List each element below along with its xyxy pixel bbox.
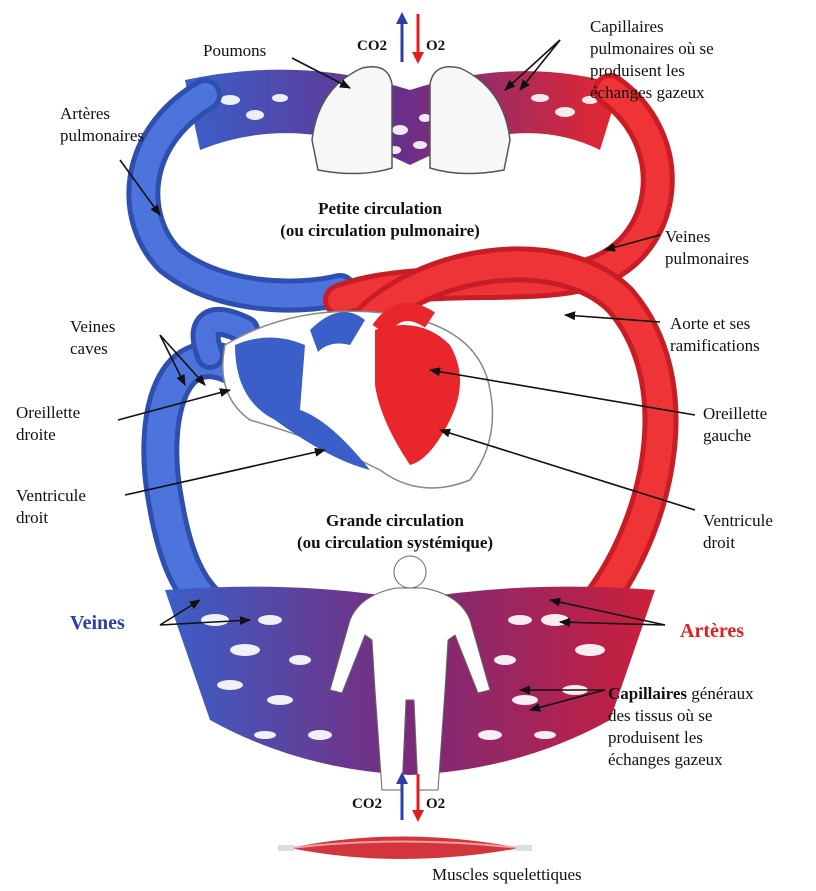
label-aorte: Aorte et ses ramifications	[670, 313, 760, 357]
text-line: droit	[16, 507, 86, 529]
text-line: droite	[16, 424, 80, 446]
label-arteres: Artères	[680, 620, 744, 642]
label-poumons: Poumons	[203, 40, 266, 62]
text-line: produisent les	[590, 60, 714, 82]
label-ventricule-droit-right: Ventricule droit	[703, 510, 773, 554]
label-arteres-pulmonaires: Artères pulmonaires	[60, 103, 144, 147]
gas-top-co2: CO2	[357, 35, 387, 57]
gas-bottom-o2: O2	[426, 793, 445, 815]
gas-bottom-co2: CO2	[352, 793, 382, 815]
label-oreillette-droite: Oreillette droite	[16, 402, 80, 446]
text-line: pulmonaires où se	[590, 38, 714, 60]
gas-exchange-top-arrows	[396, 12, 424, 64]
text-line: Aorte et ses	[670, 313, 760, 335]
text-line: pulmonaires	[665, 248, 749, 270]
skeletal-muscle-icon	[278, 837, 532, 860]
text-line: (ou circulation pulmonaire)	[245, 220, 515, 242]
text-line: des tissus où se	[608, 705, 754, 727]
label-muscles: Muscles squelettiques	[432, 864, 582, 886]
label-grande-circulation: Grande circulation (ou circulation systé…	[255, 510, 535, 554]
text-line: produisent les	[608, 727, 754, 749]
pulmonary-capillary-bed	[185, 70, 620, 165]
text-line: Artères	[60, 103, 144, 125]
generaux-text: généraux	[687, 684, 754, 703]
text-line: échanges gazeux	[590, 82, 714, 104]
text-line: Grande circulation	[255, 510, 535, 532]
text-line: Oreillette	[16, 402, 80, 424]
label-veines: Veines	[70, 612, 125, 634]
text-line: Oreillette	[703, 403, 767, 425]
gas-top-o2: O2	[426, 35, 445, 57]
label-ventricule-droit-left: Ventricule droit	[16, 485, 86, 529]
text-line: Veines	[70, 316, 115, 338]
text-line: Capillaires	[590, 16, 714, 38]
text-line: pulmonaires	[60, 125, 144, 147]
label-capillaires-generaux: Capillaires généraux des tissus où se pr…	[608, 683, 754, 771]
heart-icon	[223, 311, 493, 488]
text-line: droit	[703, 532, 773, 554]
text-line: caves	[70, 338, 115, 360]
text-line: gauche	[703, 425, 767, 447]
label-veines-caves: Veines caves	[70, 316, 115, 360]
label-capillaires-pulmonaires: Capillaires pulmonaires où se produisent…	[590, 16, 714, 104]
label-petite-circulation: Petite circulation (ou circulation pulmo…	[245, 198, 515, 242]
text-line: Veines	[665, 226, 749, 248]
text-line: (ou circulation systémique)	[255, 532, 535, 554]
text-line: Capillaires généraux	[608, 683, 754, 705]
capillaires-bold: Capillaires	[608, 684, 687, 703]
text-line: ramifications	[670, 335, 760, 357]
label-oreillette-gauche: Oreillette gauche	[703, 403, 767, 447]
text-line: Petite circulation	[245, 198, 515, 220]
text-line: échanges gazeux	[608, 749, 754, 771]
text-line: Ventricule	[16, 485, 86, 507]
text-line: Ventricule	[703, 510, 773, 532]
label-veines-pulmonaires: Veines pulmonaires	[665, 226, 749, 270]
